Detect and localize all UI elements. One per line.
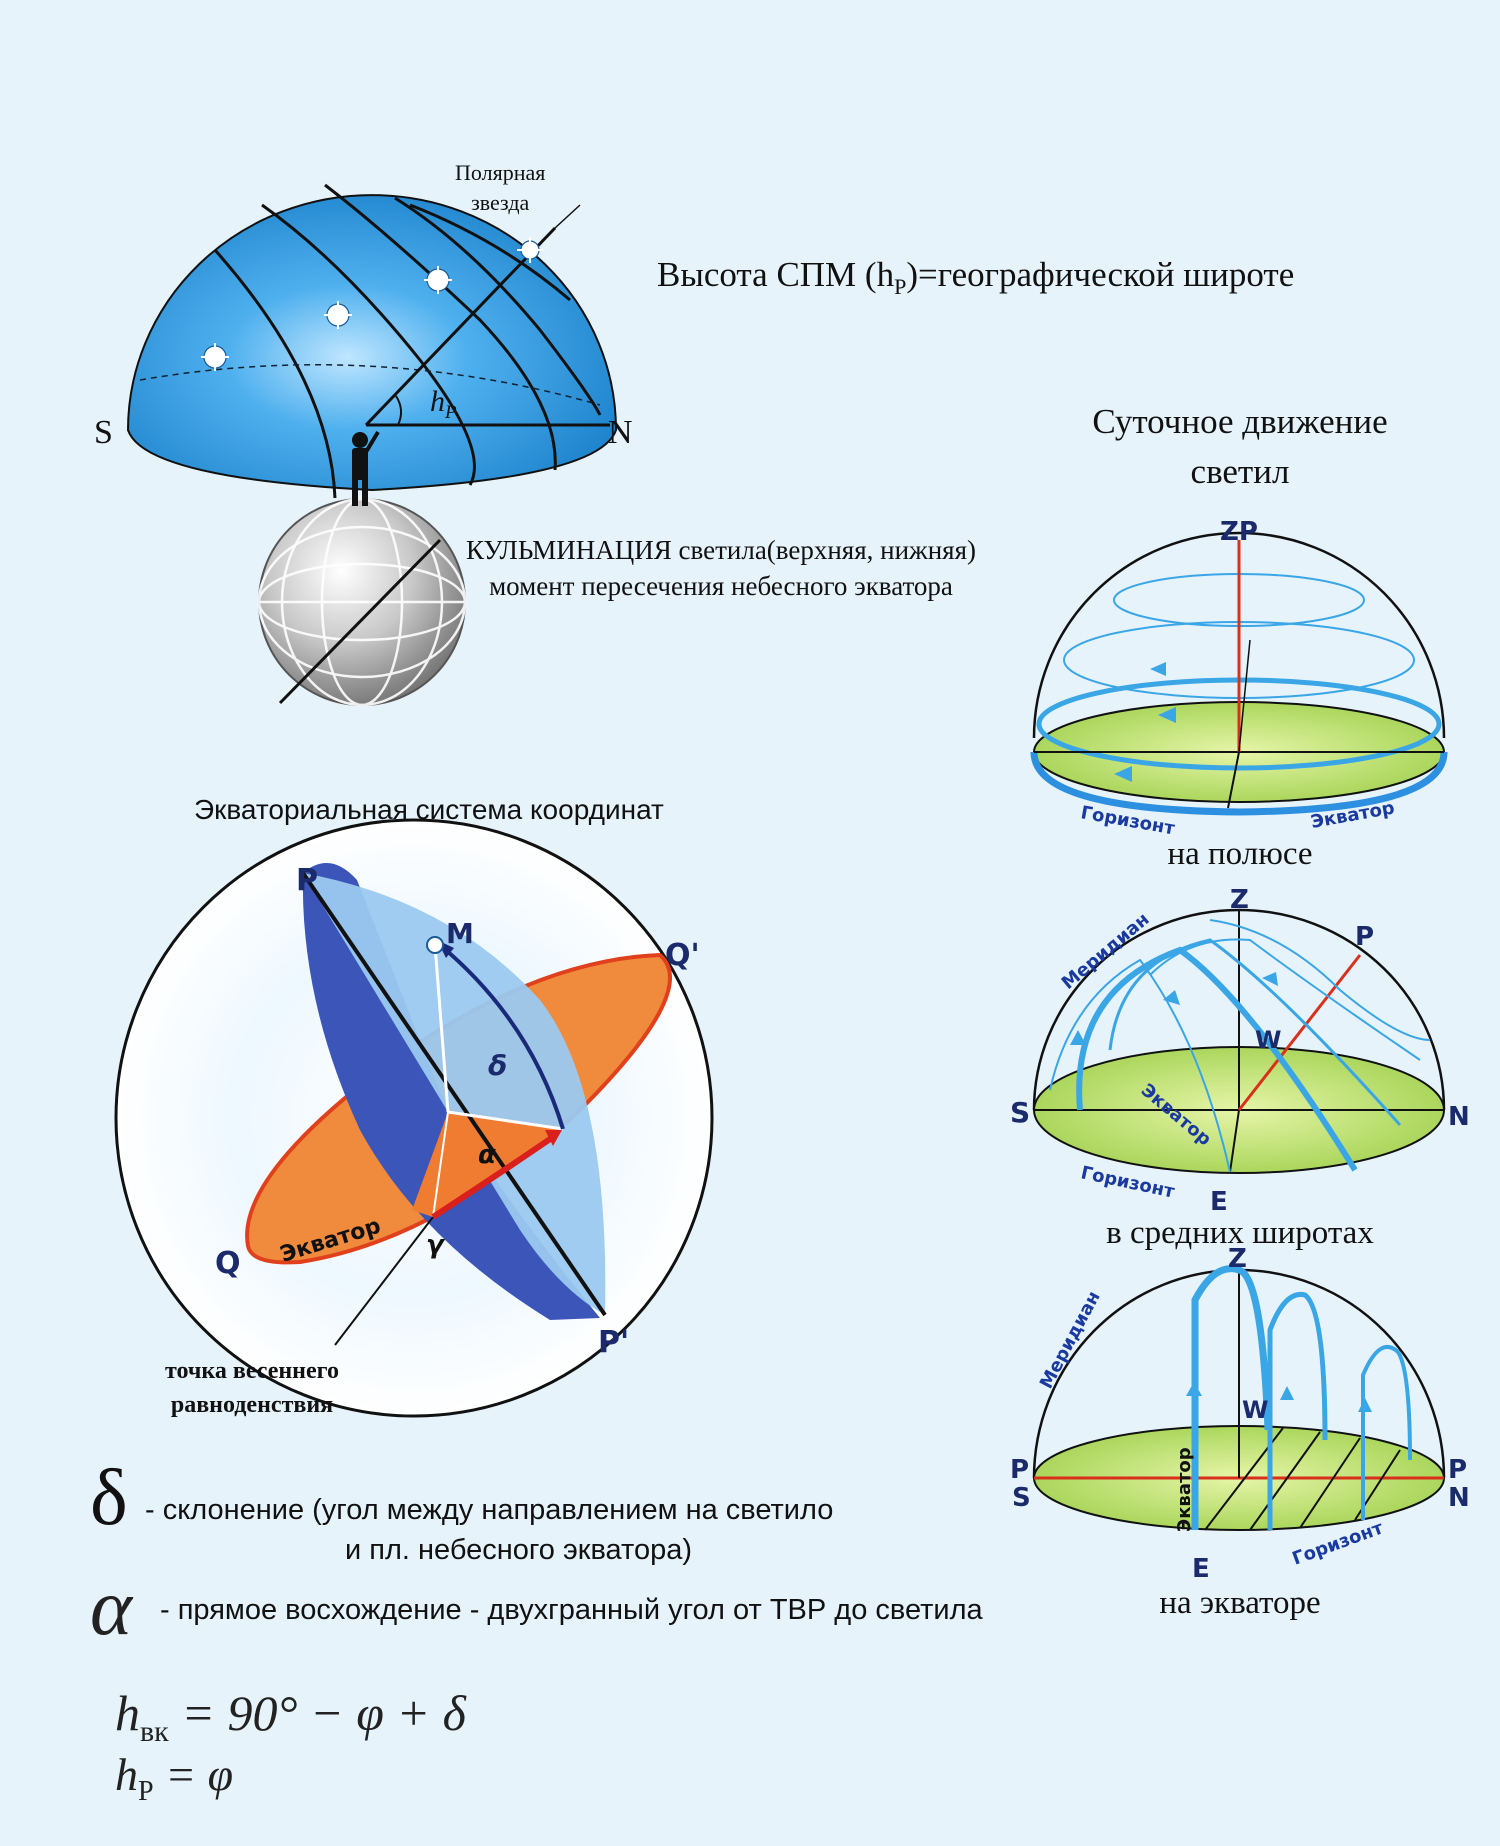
formula-upper-culmination: hвк = 90° − φ + δ [115, 1684, 466, 1749]
top-south-label: S [94, 414, 113, 451]
pole-zp-label: ZP [1220, 517, 1258, 547]
formula2-h: h [115, 1749, 138, 1800]
horizon-dashed [139, 364, 601, 406]
midlat-s-label: S [1010, 1096, 1030, 1129]
eq-e-label: E [1192, 1554, 1210, 1584]
legend-delta-symbol: δ [90, 1454, 128, 1542]
polar-axis [301, 871, 607, 1317]
pole-caption: на полюсе [1167, 836, 1313, 872]
equatorial-title: Экваториальная система координат [194, 794, 664, 825]
eq-equator-label: Экватор [1174, 1447, 1195, 1532]
daily-title-line2: светил [1190, 452, 1290, 491]
eqsys-q-label: Q [215, 1246, 241, 1281]
celestial-dome-figure [126, 183, 618, 707]
culmination-line1: КУЛЬМИНАЦИЯ светила(верхняя, нижняя) [466, 535, 976, 565]
formula2-sub: P [138, 1776, 154, 1808]
eqsys-delta-label: δ [488, 1049, 507, 1082]
midlat-n-label: N [1448, 1102, 1470, 1132]
eq-p-left-label: P [1010, 1455, 1029, 1485]
midlat-z-label: Z [1230, 885, 1249, 915]
midlat-w-label: W [1255, 1026, 1281, 1054]
heading-sub: P [894, 274, 907, 299]
eq-n-label: N [1448, 1483, 1470, 1513]
eqsys-pprime-label: P' [598, 1325, 629, 1360]
vernal-point-label: точка весеннего равноденствия [165, 1354, 339, 1422]
midlat-meridian-label: Меридиан [1058, 909, 1154, 994]
hp-letter: h [430, 385, 445, 418]
polaris-line1: Полярная [455, 160, 546, 185]
eqsys-gamma-label: γ [426, 1230, 446, 1260]
culmination-line2: момент пересечения небесного экватора [489, 571, 953, 601]
polaris-label: Полярная звезда [455, 158, 545, 218]
formula1-sub: вк [140, 1715, 169, 1748]
vernal-line1: точка весеннего [165, 1358, 339, 1384]
culmination-caption: КУЛЬМИНАЦИЯ светила(верхняя, нижняя) мом… [466, 532, 976, 604]
heading-main: Высота СПМ (h [657, 255, 895, 294]
eqsys-alpha-label: α [478, 1140, 496, 1170]
midlat-e-label: E [1210, 1187, 1228, 1217]
eq-meridian-label: Меридиан [1036, 1288, 1105, 1393]
polaris-line2: звезда [471, 190, 530, 215]
pole-dome-figure [1030, 531, 1448, 816]
eq-p-right-label: P [1448, 1455, 1467, 1485]
formula1-rest: = 90° − φ + δ [168, 1685, 466, 1741]
equator-caption: на экваторе [1159, 1585, 1321, 1621]
eqsys-qprime-label: Q' [665, 938, 700, 973]
midlat-p-label: P [1355, 922, 1374, 952]
eq-s-label: S [1012, 1483, 1031, 1513]
equatorial-system-figure [114, 818, 714, 1418]
observer-figure [352, 430, 380, 506]
heading-altitude: Высота СПМ (hP)=географической широте [657, 255, 1294, 300]
eq-w-label: W [1242, 1396, 1268, 1424]
eq-z-label: Z [1228, 1244, 1247, 1274]
formula-pole-altitude: hP = φ [115, 1748, 233, 1808]
legend-alpha-symbol: α [90, 1564, 132, 1652]
heading-tail: )=географической широте [906, 255, 1295, 294]
eqsys-p-label: P [296, 863, 318, 898]
legend-alpha-text: - прямое восхождение - двухгранный угол … [160, 1594, 983, 1626]
formula2-rest: = φ [153, 1749, 234, 1800]
legend-delta-line1: - склонение (угол между направлением на … [145, 1494, 834, 1526]
earth-axis [278, 538, 442, 705]
legend-delta-line2: и пл. небесного экватора) [345, 1534, 693, 1566]
vernal-line2: равноденствия [170, 1392, 334, 1418]
equator-dome-figure [1032, 1265, 1446, 1531]
daily-title-line1: Суточное движение [1092, 402, 1388, 441]
eqsys-m-label: M [446, 917, 474, 950]
midlat-polar-axis [1237, 954, 1362, 1111]
daily-motion-title: Суточное движение светил [1040, 397, 1440, 497]
midlat-dome-figure [1032, 908, 1446, 1174]
formula1-h: h [115, 1685, 140, 1741]
legend-delta-text: - склонение (угол между направлением на … [145, 1490, 833, 1570]
hp-subscript: P [445, 402, 457, 423]
hp-angle-label: hP [430, 385, 457, 424]
midlat-caption: в средних широтах [1106, 1215, 1374, 1251]
top-north-label: N [608, 414, 633, 451]
